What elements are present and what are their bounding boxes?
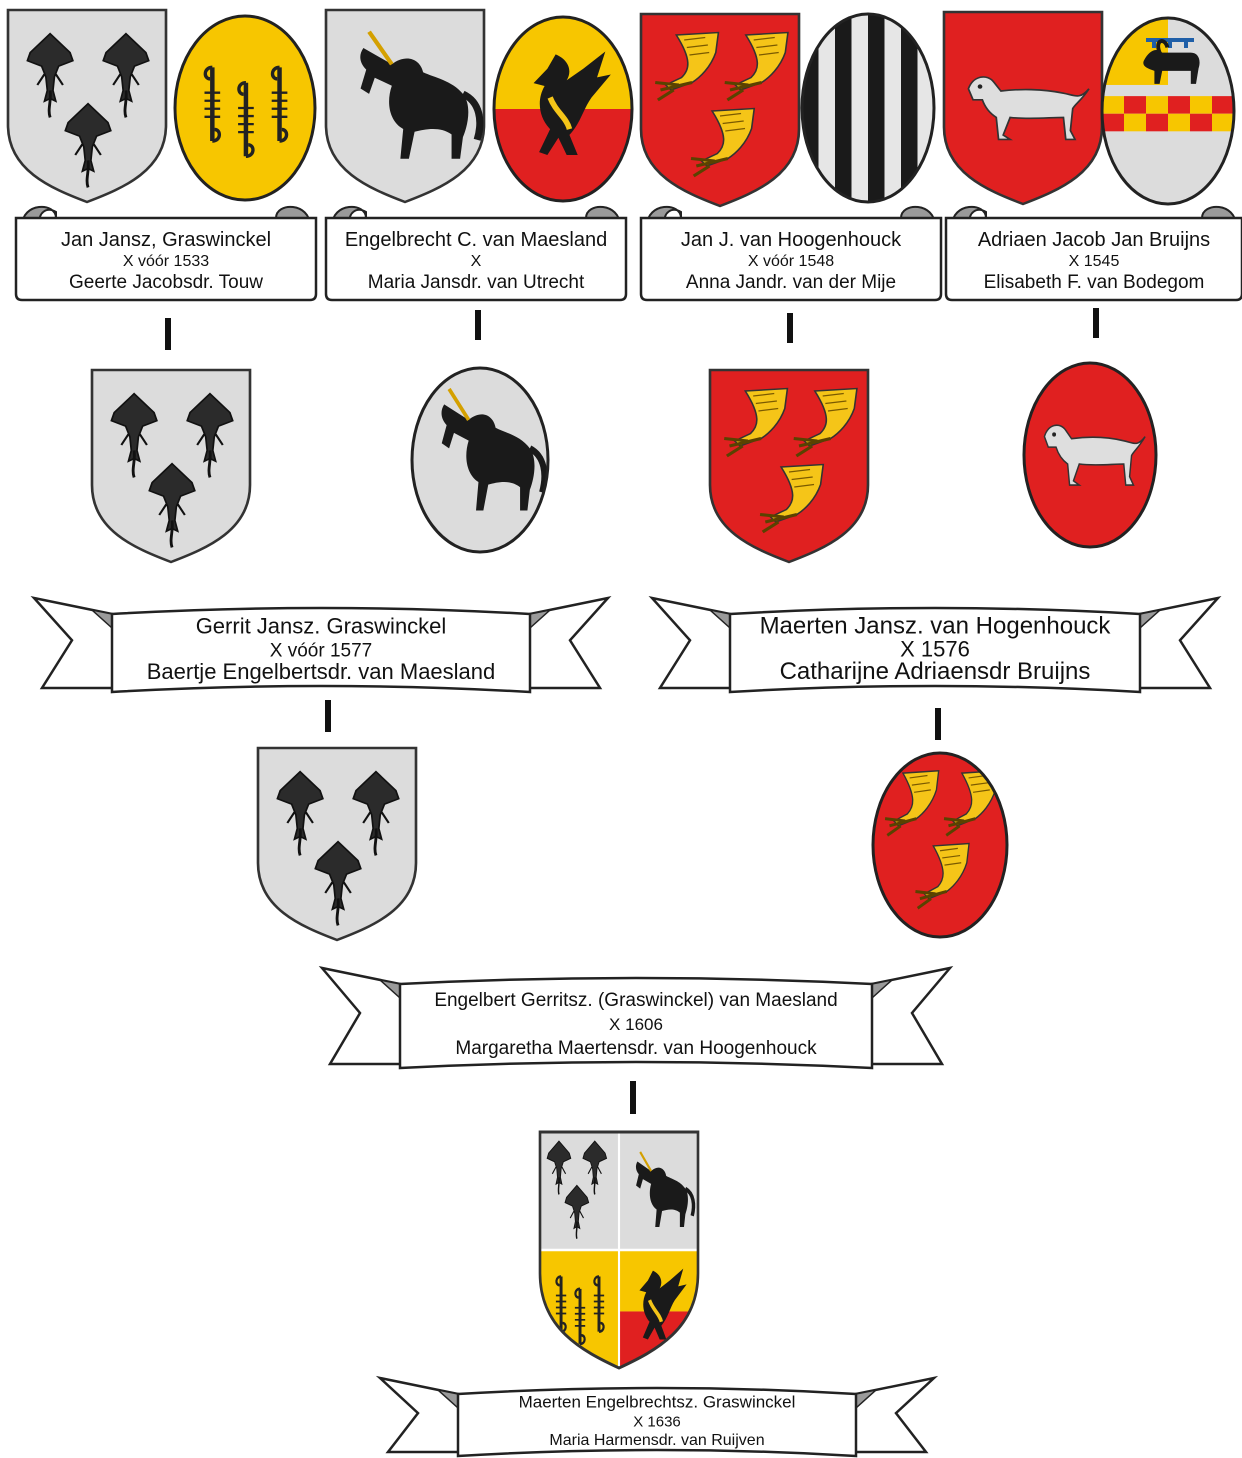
scroll-text-line: Anna Jandr. van der Mije xyxy=(686,272,896,293)
scroll-text-line: X 1545 xyxy=(1069,253,1120,270)
scroll-text-line: Elisabeth F. van Bodegom xyxy=(984,272,1205,293)
coat-of-arms-oval xyxy=(873,753,1007,937)
coat-of-arms-shield xyxy=(326,10,484,202)
banner-text-line: Margaretha Maertensdr. van Hoogenhouck xyxy=(455,1038,817,1059)
banner-text-line: X 1606 xyxy=(609,1015,663,1034)
banner-text-line: Gerrit Jansz. Graswinckel xyxy=(196,614,447,639)
banner-text-line: Maria Harmensdr. van Ruijven xyxy=(549,1432,764,1449)
coat-of-arms-shield xyxy=(540,1132,698,1373)
coat-of-arms-shield xyxy=(92,370,250,562)
name-scroll: Adriaen Jacob Jan Bruijns X 1545Elisabeth… xyxy=(946,207,1242,300)
scroll-text-line: Engelbrecht C. van Maesland xyxy=(345,229,607,251)
banner-text-line: Baertje Engelbertsdr. van Maesland xyxy=(147,659,496,684)
banner-text-line: X 1636 xyxy=(633,1413,681,1430)
banner-text-line: Catharijne Adriaensdr Bruijns xyxy=(780,658,1091,685)
coat-of-arms-shield xyxy=(8,10,166,202)
coat-of-arms-oval xyxy=(1102,18,1234,204)
scroll-text-line: Jan J. van Hoogenhouck xyxy=(681,229,902,251)
scroll-text-line: Geerte Jacobsdr. Touw xyxy=(69,272,263,293)
name-scroll: Jan Jansz, Graswinckel X vóór 1533Geerte … xyxy=(16,207,316,300)
coat-of-arms-oval xyxy=(802,14,934,202)
banner-text-line: Engelbert Gerritsz. (Graswinckel) van Ma… xyxy=(434,990,837,1011)
coat-of-arms-shield xyxy=(710,370,868,562)
coat-of-arms-shield xyxy=(258,748,416,940)
coat-of-arms-oval xyxy=(1024,363,1156,547)
name-banner: Engelbert Gerritsz. (Graswinckel) van Ma… xyxy=(322,968,950,1068)
coat-of-arms-shield xyxy=(641,14,799,206)
scroll-text-line: Jan Jansz, Graswinckel xyxy=(61,229,271,251)
scroll-text-line: X vóór 1533 xyxy=(123,253,209,270)
coat-of-arms-oval xyxy=(494,17,632,201)
coat-of-arms-oval xyxy=(175,16,315,200)
coats-of-arms xyxy=(8,10,1234,1373)
banner-text-line: Maerten Engelbrechtsz. Graswinckel xyxy=(519,1393,796,1412)
scroll-text-line: Adriaen Jacob Jan Bruijns xyxy=(978,229,1210,251)
scroll-text-line: X vóór 1548 xyxy=(748,253,834,270)
coat-of-arms-shield xyxy=(944,12,1102,204)
scroll-text-line: X xyxy=(471,253,482,270)
coat-of-arms-oval xyxy=(412,368,548,552)
scroll-text-line: Maria Jansdr. van Utrecht xyxy=(368,272,585,293)
